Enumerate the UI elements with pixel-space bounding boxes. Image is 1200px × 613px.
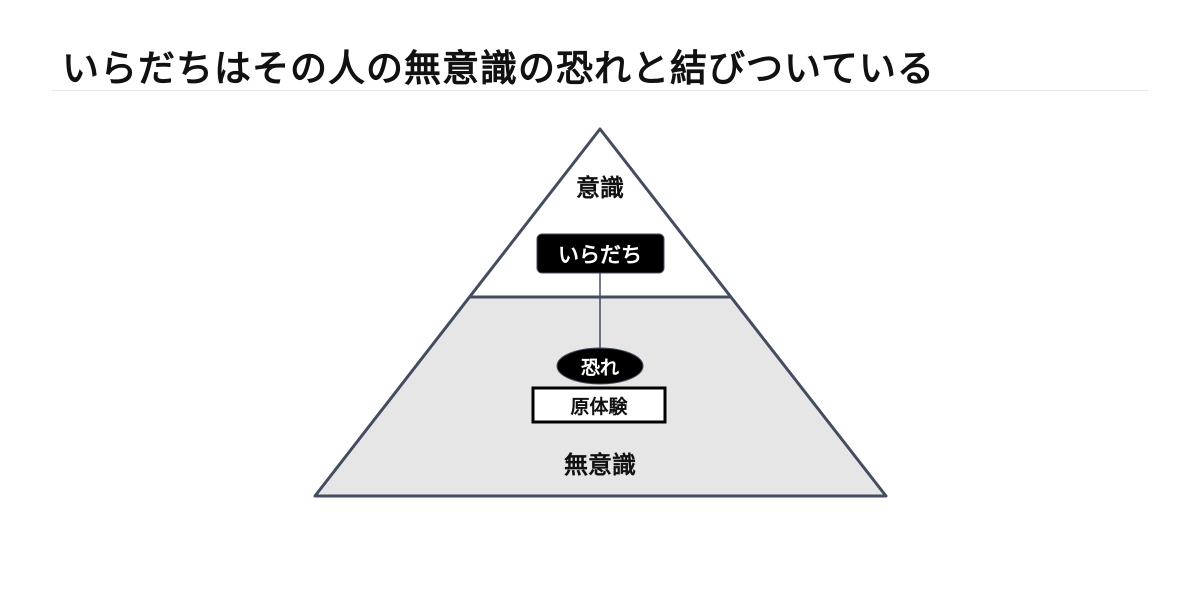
conscious-label: 意識 [576,174,624,202]
origin-experience-label: 原体験 [570,395,628,418]
irritation-box [536,233,665,274]
irritation-label: いらだち [558,243,642,267]
fear-label: 恐れ [581,357,619,379]
page-title: いらだちはその人の無意識の恐れと結びついている [62,47,935,90]
title-divider [52,90,1148,91]
origin-experience-box [531,386,667,424]
fear-ellipse [556,347,644,385]
pyramid-outline [313,127,888,498]
unconscious-label: 無意識 [564,451,636,479]
